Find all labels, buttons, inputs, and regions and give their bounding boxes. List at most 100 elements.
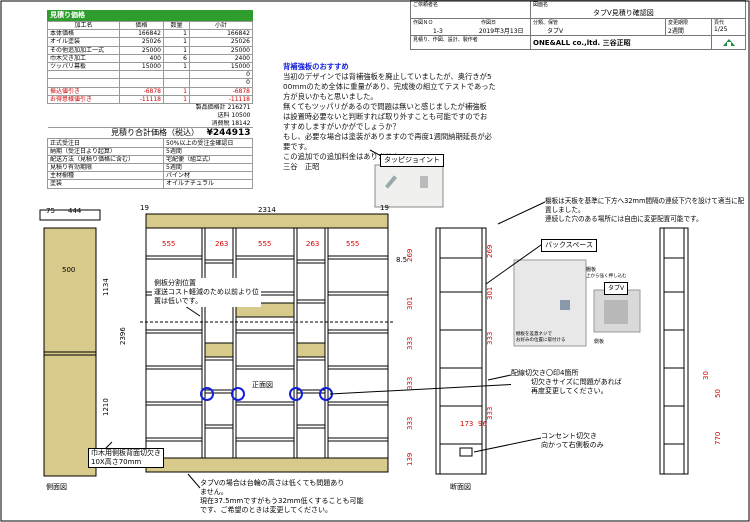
class: タブV (547, 28, 564, 35)
subtotal-value: 216271 (227, 104, 251, 112)
side-view-label: 側面図 (46, 483, 67, 491)
shelf-note-1: 棚板は天板を基準に下方へ32mm間隔の連続下穴を設けて適当に配置しました。 (545, 197, 745, 214)
note-line: 三谷 正昭 (283, 162, 320, 171)
note-line: すすめしますがいかがでしょうか？ (283, 122, 400, 131)
photo-tag-tab: タブV (604, 282, 629, 295)
tab-note-2: ません。 (200, 488, 228, 496)
svg-text:96: 96 (478, 420, 487, 428)
svg-text:555: 555 (162, 240, 175, 248)
outlet-note-2: 向かって右側板のみ (541, 441, 604, 449)
svg-text:444: 444 (68, 207, 82, 215)
svg-text:139: 139 (406, 453, 414, 466)
section-view-label: 断面図 (450, 483, 471, 491)
date-label: 作図日 (481, 20, 497, 26)
svg-text:50: 50 (714, 389, 722, 398)
total-label: 見積り合計価格（税込） (111, 128, 200, 138)
shipping-value: 10500 (231, 112, 251, 120)
svg-text:333: 333 (406, 377, 414, 390)
right-side-view (659, 227, 689, 475)
svg-text:269: 269 (486, 245, 494, 258)
estimate-cell-sub: -11118 (189, 94, 253, 104)
photo-tag-shelf: 棚板 (586, 267, 597, 273)
divider-note: 側板分割位置 運送コスト軽減のため以前より位 置は低いです。 (152, 278, 261, 307)
svg-text:333: 333 (406, 337, 414, 350)
note-line: 方が良いかもと思いました。 (283, 92, 378, 101)
wiring-hole-marker (200, 387, 214, 401)
note-line: この追加での追加料金はありません。 (283, 152, 407, 161)
svg-text:555: 555 (258, 240, 271, 248)
front-view-label: 正面図 (250, 380, 275, 390)
svg-text:269: 269 (406, 249, 414, 262)
backspace-label: バックスペース (541, 239, 597, 252)
svg-text:333: 333 (486, 332, 494, 345)
note-line: 00mmのため全体に重量があり、完成後の組立てテストであった (283, 82, 496, 91)
note-line: は設置時必要ないと判断すれば取り外すことも可能ですのでお (283, 112, 488, 121)
info-row: 塗装オイルナチュラル (47, 179, 253, 189)
outlet-note-1: コンセント切欠き (541, 432, 597, 440)
estimate-title: 見積り価格 (47, 10, 253, 21)
wiring-note: 配線切欠き〇印4箇所 切欠きサイズに問題があれば 再度変更してください。 (511, 369, 622, 396)
svg-text:333: 333 (406, 417, 414, 430)
svg-text:19: 19 (140, 204, 149, 212)
side-view (39, 209, 101, 477)
svg-text:1210: 1210 (102, 398, 110, 416)
work-no-label: 作図ＮＯ (413, 20, 434, 26)
class-label: 分類、保管 (533, 20, 559, 26)
svg-text:301: 301 (486, 287, 494, 300)
svg-text:75: 75 (46, 207, 55, 215)
joint-label: タッピジョイント (380, 154, 444, 167)
sheet-label: 頁代 (714, 20, 725, 26)
photo-tag-install: 棚板を差蓋ネジで お好みの位置に取付ける (516, 332, 566, 343)
company-logo (711, 35, 746, 50)
shelf-note-2: 連続した穴のある場所には自由に変更配置可能です。 (545, 215, 703, 223)
svg-text:263: 263 (306, 240, 319, 248)
note-line: 無くてもツッパリがあるので問題は無いと感じましたが補強板 (283, 102, 487, 111)
date: 2019年3月13日 (478, 28, 524, 35)
note-line: 当初のデザインでは背補強板を廃止していましたが、奥行きが5 (283, 72, 492, 81)
svg-text:2314: 2314 (258, 206, 276, 214)
period: 2週間 (668, 28, 684, 35)
divider-note-2: 運送コスト軽減のため以前より位 (154, 288, 259, 296)
total-value: ¥244913 (206, 128, 251, 139)
front-view (140, 213, 394, 473)
info-value: オイルナチュラル (163, 179, 253, 189)
work-no: 1-3 (433, 28, 443, 35)
sheet: 1/25 (714, 26, 728, 33)
wiring-note-3: 再度変更してください。 (531, 387, 608, 395)
svg-text:333: 333 (486, 407, 494, 420)
period-label: 変更期限 (668, 20, 689, 26)
shipping-label: 送料 (217, 112, 230, 120)
wiring-note-2: 切欠きサイズに問題があれば (531, 378, 622, 386)
outlet-note: コンセント切欠き 向かって右側板のみ (541, 432, 604, 450)
baseboard-note-2: 10X高さ70mm (91, 458, 142, 466)
drawing-name: タブV見積り確認図 (593, 9, 654, 17)
baseboard-note: 巾木用側板背面切欠き 10X高さ70mm (88, 448, 164, 468)
svg-text:555: 555 (346, 240, 359, 248)
note-line: もし、必要な場合は塗装がありますので再度1週間納期延長が必 (283, 132, 492, 141)
section-view (435, 227, 487, 475)
wiring-hole-marker (231, 387, 245, 401)
svg-text:173: 173 (460, 420, 473, 428)
photo-tag-side: 側板 (594, 339, 605, 345)
svg-text:19: 19 (380, 204, 389, 212)
tapping-joint-photo (374, 164, 444, 208)
svg-text:263: 263 (215, 240, 228, 248)
tab-base-note: タブVの場合は台輪の高さは低くても問題あり ません。 現在37.5mmですがもう… (200, 479, 364, 515)
baseboard-note-1: 巾木用側板背面切欠き (91, 449, 161, 457)
drawing-label: 図面名 (533, 2, 549, 8)
note-heading: 背補強板のおすすめ (283, 62, 349, 71)
divider-note-1: 側板分割位置 (154, 279, 196, 287)
svg-text:500: 500 (62, 266, 75, 274)
svg-text:1134: 1134 (102, 278, 110, 296)
svg-text:301: 301 (406, 297, 414, 310)
tab-note-3: 現在37.5mmですがもう32mm低くすることも可能 (200, 497, 364, 505)
svg-text:2396: 2396 (119, 327, 127, 345)
wiring-note-1: 配線切欠き〇印4箇所 (511, 369, 579, 377)
tab-note-1: タブVの場合は台輪の高さは低くても問題あり (200, 479, 345, 487)
svg-text:770: 770 (714, 432, 722, 445)
